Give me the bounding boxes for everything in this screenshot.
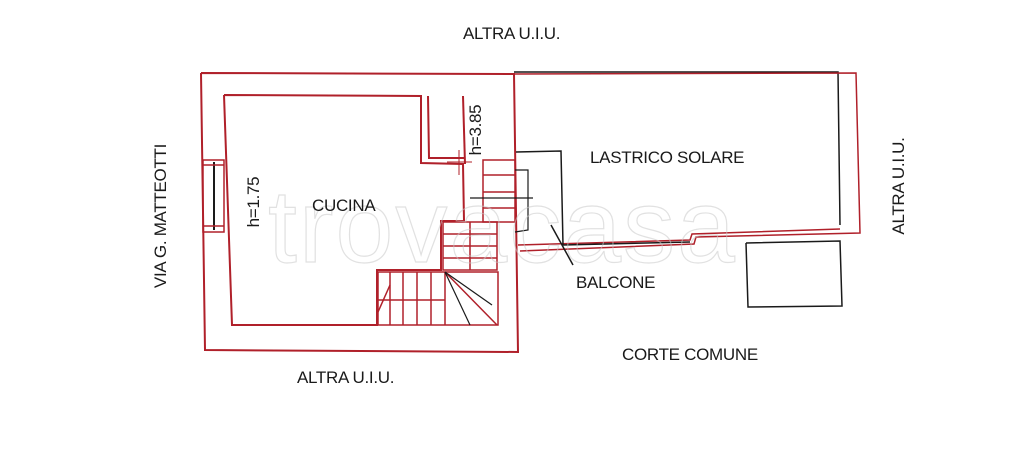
label-terrace: LASTRICO SOLARE (590, 148, 745, 167)
label-balcony: BALCONE (576, 273, 656, 292)
staircase-black (444, 169, 533, 326)
label-bottom-neighbor: ALTRA U.I.U. (297, 368, 395, 387)
label-right-neighbor: ALTRA U.I.U. (889, 137, 908, 235)
label-closet-height: h=3.85 (466, 104, 485, 156)
cross-mark (447, 150, 472, 175)
label-courtyard: CORTE COMUNE (622, 345, 758, 364)
label-street: VIA G. MATTEOTTI (151, 143, 170, 289)
building-walls (200, 72, 520, 354)
annex-box (745, 240, 843, 308)
label-top-neighbor: ALTRA U.I.U. (463, 24, 561, 43)
terrace-outline (513, 71, 861, 266)
label-kitchen-height: h=1.75 (244, 176, 263, 228)
label-kitchen: CUCINA (312, 196, 376, 215)
staircase (377, 159, 516, 326)
window (202, 159, 225, 233)
